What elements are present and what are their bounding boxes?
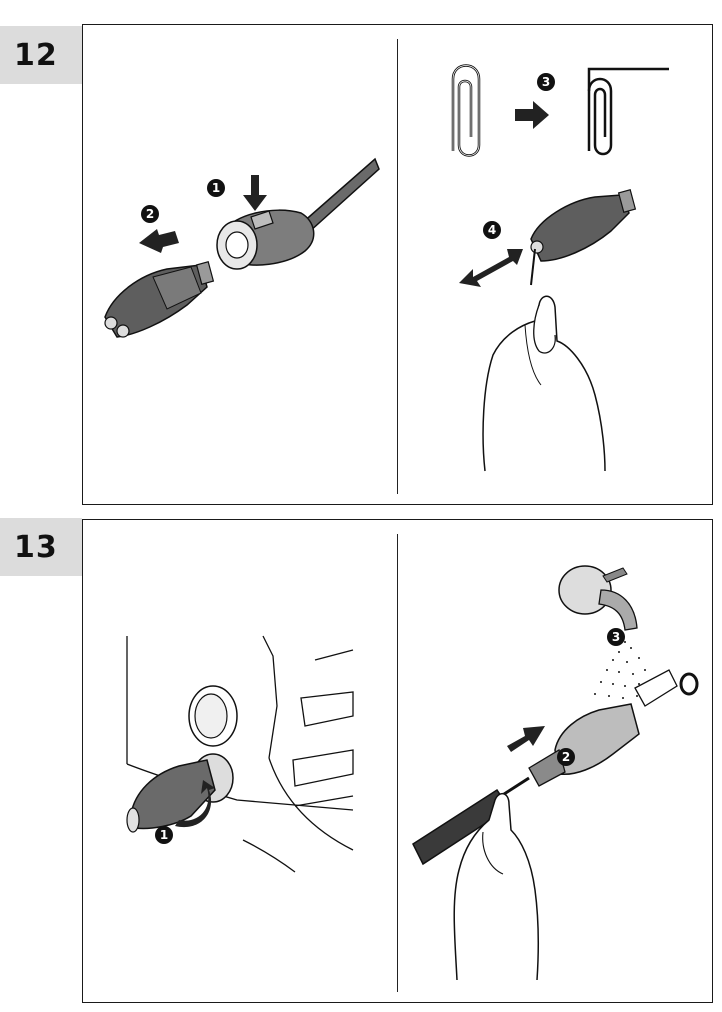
step-2-badge: 2 bbox=[141, 205, 159, 223]
figure-13-right-panel: 2 3 bbox=[399, 520, 714, 1002]
step-2-badge: 2 bbox=[557, 748, 575, 766]
section-12-tab: 12 bbox=[0, 26, 82, 84]
step-4-badge: 4 bbox=[483, 221, 501, 239]
panel-divider bbox=[397, 39, 398, 494]
figure-12-frame: 1 2 3 4 bbox=[82, 24, 713, 505]
panel-divider bbox=[397, 534, 398, 992]
step-1-badge: 1 bbox=[155, 826, 173, 844]
filter-cleaning-illustration bbox=[412, 565, 699, 981]
section-number: 12 bbox=[14, 38, 58, 73]
section-number: 13 bbox=[14, 530, 58, 565]
step-3-badge: 3 bbox=[607, 628, 625, 646]
step-3-badge: 3 bbox=[537, 73, 555, 91]
nozzle-cleaning-illustration bbox=[451, 64, 669, 472]
figure-12-left-panel: 1 2 bbox=[83, 25, 398, 504]
nozzle-removal-illustration bbox=[104, 157, 380, 338]
water-inlet-removal-illustration bbox=[126, 635, 354, 873]
figure-12-right-panel: 3 4 bbox=[399, 25, 714, 504]
section-13-tab: 13 bbox=[0, 518, 82, 576]
figure-13-left-panel: 1 bbox=[83, 520, 398, 1002]
step-1-badge: 1 bbox=[207, 179, 225, 197]
figure-13-frame: 1 bbox=[82, 519, 713, 1003]
